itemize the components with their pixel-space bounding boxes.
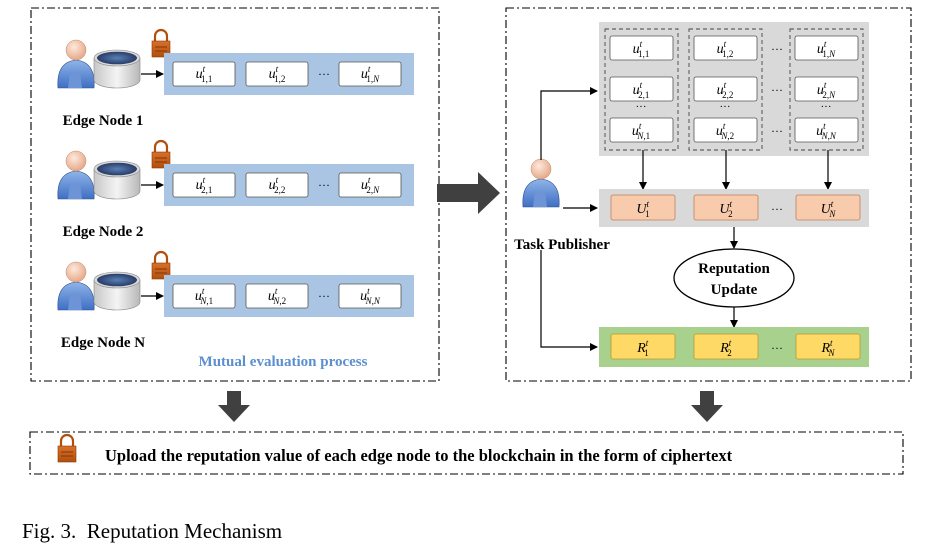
edge-node-label: Edge Node 2	[63, 224, 144, 240]
lock-icon	[151, 139, 171, 169]
matrix-cell	[693, 35, 758, 61]
result-value-box	[693, 333, 759, 360]
matrix-column-group	[789, 28, 864, 151]
reputation-update-node	[673, 248, 795, 308]
edge-node-person-icon	[57, 39, 95, 89]
result-value-box	[795, 333, 861, 360]
matrix-cell	[609, 76, 674, 102]
matrix-cell	[609, 35, 674, 61]
evaluation-value-box	[338, 172, 402, 198]
matrix-column-group	[688, 28, 763, 151]
connector-to-results	[540, 250, 598, 351]
evaluation-value-box	[245, 172, 309, 198]
evaluation-value-box	[172, 172, 236, 198]
matrix-cell	[609, 117, 674, 143]
matrix-cell	[794, 76, 859, 102]
edge-node-label: Edge Node N	[61, 335, 145, 351]
aggregate-value-box	[693, 194, 759, 221]
matrix-column-group	[604, 28, 679, 151]
lock-icon	[57, 433, 77, 463]
evaluation-value-box	[172, 61, 236, 87]
matrix-cell	[693, 76, 758, 102]
lock-icon	[151, 28, 171, 58]
figure-caption: Fig. 3. Reputation Mechanism	[22, 519, 282, 543]
bottom-panel-frame	[29, 431, 904, 475]
down-arrow-left	[218, 391, 250, 422]
task-publisher-label: Task Publisher	[514, 237, 610, 253]
lock-icon	[151, 250, 171, 280]
down-arrow-right	[691, 391, 723, 422]
connector-to-matrix	[540, 87, 598, 160]
ellipsis: ···	[771, 124, 783, 138]
ellipsis: ···	[318, 178, 330, 192]
reputation-update-label: Reputation	[698, 261, 770, 277]
result-value-box	[610, 333, 676, 360]
task-publisher-icon	[522, 158, 560, 208]
ellipsis: ···	[771, 202, 783, 216]
evaluation-value-box	[338, 283, 402, 309]
edge-node-person-icon	[57, 150, 95, 200]
mutual-evaluation-caption: Mutual evaluation process	[199, 354, 368, 370]
ellipsis: ···	[771, 83, 783, 97]
bottom-upload-text: Upload the reputation value of each edge…	[105, 446, 733, 465]
evaluation-value-box	[338, 61, 402, 87]
database-icon	[93, 49, 141, 89]
vertical-ellipsis: ···	[821, 101, 832, 113]
vertical-ellipsis: ···	[636, 101, 647, 113]
ellipsis: ···	[771, 341, 783, 355]
right-panel-frame	[505, 7, 912, 382]
vertical-ellipsis: ···	[720, 101, 731, 113]
ellipsis: ···	[318, 67, 330, 81]
big-arrow-right	[437, 172, 500, 214]
aggregate-value-box	[795, 194, 861, 221]
ellipsis: ···	[318, 289, 330, 303]
matrix-cell	[794, 35, 859, 61]
edge-node-person-icon	[57, 261, 95, 311]
evaluation-value-box	[172, 283, 236, 309]
reputation-update-label: Update	[711, 282, 758, 298]
database-icon	[93, 160, 141, 200]
edge-node-label: Edge Node 1	[63, 113, 144, 129]
evaluation-value-box	[245, 61, 309, 87]
matrix-cell	[693, 117, 758, 143]
evaluation-value-box	[245, 283, 309, 309]
matrix-cell	[794, 117, 859, 143]
lock-icon	[57, 433, 77, 463]
database-icon	[93, 271, 141, 311]
ellipsis: ···	[771, 42, 783, 56]
aggregate-value-box	[610, 194, 676, 221]
